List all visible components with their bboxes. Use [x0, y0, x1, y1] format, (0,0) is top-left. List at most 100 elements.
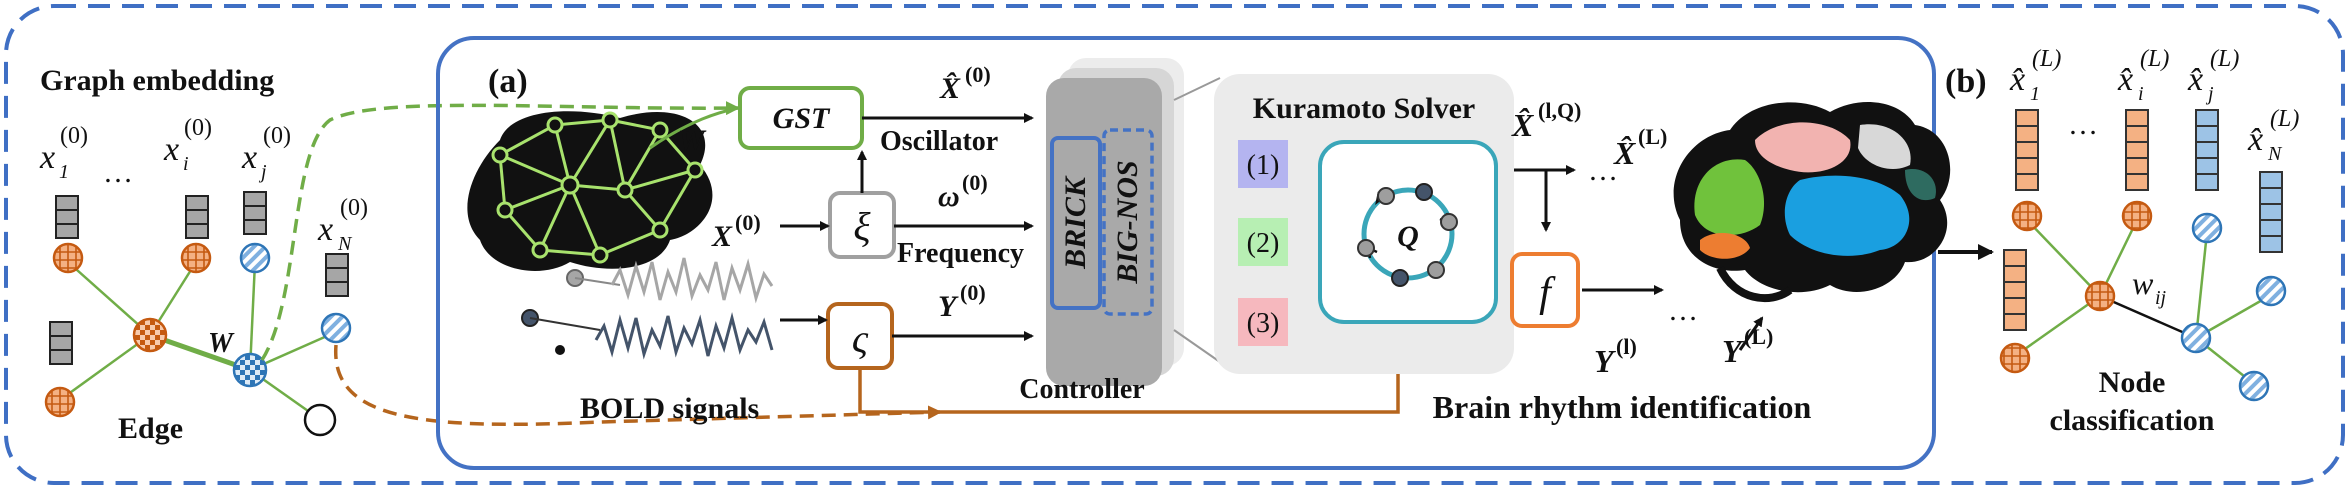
step-3-box	[1238, 298, 1288, 346]
svg-text:N: N	[2267, 143, 2283, 165]
left-graph-edges	[59, 261, 337, 420]
svg-text:Y: Y	[1722, 333, 1744, 369]
brick-label: BRICK	[1059, 175, 1092, 270]
output-arrows	[1514, 165, 1764, 351]
node-classification-panel: (b) x̂ 1 (L) … x̂ i (L) x̂ j (L) x̂ N (L…	[1945, 46, 2299, 437]
svg-text:x: x	[317, 211, 333, 248]
right-graph-edges	[2014, 219, 2272, 385]
green-dashed-connector	[260, 101, 740, 361]
oscillator-label: Oscillator	[880, 126, 998, 157]
brown-dashed-connector	[334, 344, 942, 427]
svg-text:x: x	[163, 131, 179, 168]
kuramoto-label: Kuramoto Solver	[1253, 92, 1475, 125]
right-node-label-j: x̂ j (L)	[2187, 46, 2239, 105]
left-weight-label: W	[208, 328, 235, 359]
right-node-j	[2191, 212, 2223, 244]
step-2-box	[1238, 218, 1288, 266]
right-node-bottom	[2238, 370, 2270, 402]
right-node-label-i: x̂ i (L)	[2117, 46, 2169, 105]
right-node-i	[2121, 200, 2153, 232]
step-2-label: (2)	[1247, 228, 1280, 259]
right-node-1	[2011, 200, 2043, 232]
x0-input-label: X (0)	[711, 210, 761, 253]
step-1-label: (1)	[1247, 150, 1280, 181]
svg-text:(L): (L)	[2210, 46, 2239, 72]
brain-network-graph	[467, 111, 713, 355]
omega0-label: ω (0)	[938, 170, 988, 213]
svg-text:(L): (L)	[2140, 46, 2169, 72]
controller-label: Controller	[1019, 374, 1144, 405]
highlight-edge	[149, 332, 251, 373]
left-node-label-n: x N (0)	[317, 195, 368, 255]
svg-text:X̂: X̂	[1511, 107, 1534, 143]
right-node-extra	[1999, 342, 2031, 374]
bold-signal-gray	[610, 257, 774, 304]
svg-text:w: w	[2132, 265, 2154, 301]
svg-text:1: 1	[2030, 83, 2040, 105]
w-label: W	[678, 124, 707, 157]
q-oscillator-ring	[1357, 183, 1458, 287]
center-panel-border	[436, 36, 1936, 470]
right-feature-column-j	[2195, 109, 2219, 191]
xi-label: ξ	[853, 204, 871, 249]
brain-rhythm-illustration	[1673, 102, 1951, 302]
classification-label: classification	[2050, 404, 2215, 437]
feature-bar-i	[185, 195, 209, 239]
outer-dashed-border	[4, 4, 2345, 485]
xhat-lq-label: X̂ (l,Q)	[1511, 98, 1581, 143]
left-node-j	[239, 242, 271, 274]
left-node-extra	[44, 386, 76, 418]
svg-text:(0): (0)	[735, 210, 761, 235]
svg-text:Y: Y	[938, 290, 959, 323]
left-node-i	[180, 242, 212, 274]
brain-rhythm-label: Brain rhythm identification	[1433, 389, 1812, 425]
svg-text:i: i	[183, 153, 189, 175]
varsigma-label: ς	[852, 316, 869, 361]
frequency-label: Frequency	[897, 238, 1024, 269]
svg-text:N: N	[337, 233, 353, 255]
left-node-n	[320, 312, 352, 344]
controller-block	[1046, 58, 1184, 386]
left-node-label-1: x 1 (0)	[39, 123, 88, 183]
svg-text:1: 1	[59, 161, 69, 183]
node-label: Node	[2099, 366, 2166, 399]
brick-box	[1050, 136, 1102, 310]
y-L-label: Y (L)	[1722, 324, 1773, 369]
center-ellipsis-bottom: …	[1668, 294, 1698, 327]
svg-text:x̂: x̂	[2117, 61, 2133, 98]
left-node-label-j: x j (0)	[241, 123, 291, 183]
y-l-label: Y (l)	[1594, 334, 1637, 379]
right-feature-column-extra	[2003, 249, 2027, 331]
right-ellipsis: …	[2068, 108, 2098, 141]
right-feature-column-i	[2125, 109, 2149, 191]
svg-text:(0): (0)	[962, 170, 988, 195]
left-node-empty	[303, 403, 337, 437]
svg-text:(0): (0)	[960, 280, 986, 305]
svg-text:x̂: x̂	[2187, 61, 2203, 98]
bold-signal-dark	[594, 312, 774, 360]
feature-bar-j	[243, 191, 267, 235]
feature-bar-1	[55, 195, 79, 239]
q-box	[1318, 140, 1498, 324]
step-1-box	[1238, 140, 1288, 188]
svg-text:(L): (L)	[1744, 324, 1773, 349]
right-feature-column-1	[2015, 109, 2039, 191]
svg-text:x̂: x̂	[2009, 61, 2025, 98]
right-node-hub-blue	[2180, 322, 2212, 354]
svg-text:(0): (0)	[263, 123, 291, 149]
edge-label: Edge	[118, 412, 183, 445]
svg-text:x: x	[39, 139, 55, 176]
bignos-label: BIG-NOS	[1111, 160, 1144, 284]
svg-text:(L): (L)	[2032, 46, 2061, 72]
panel-b-tag: (b)	[1945, 63, 1987, 100]
svg-text:(L): (L)	[1638, 124, 1667, 149]
right-node-n	[2255, 275, 2287, 307]
svg-text:x̂: x̂	[2247, 121, 2263, 158]
feature-bar-extra	[49, 321, 73, 365]
svg-text:i: i	[2138, 83, 2144, 105]
svg-text:(0): (0)	[184, 115, 212, 141]
f-box	[1510, 252, 1580, 328]
right-node-hub-orange	[2084, 280, 2116, 312]
right-node-label-n: x̂ N (L)	[2247, 106, 2299, 165]
